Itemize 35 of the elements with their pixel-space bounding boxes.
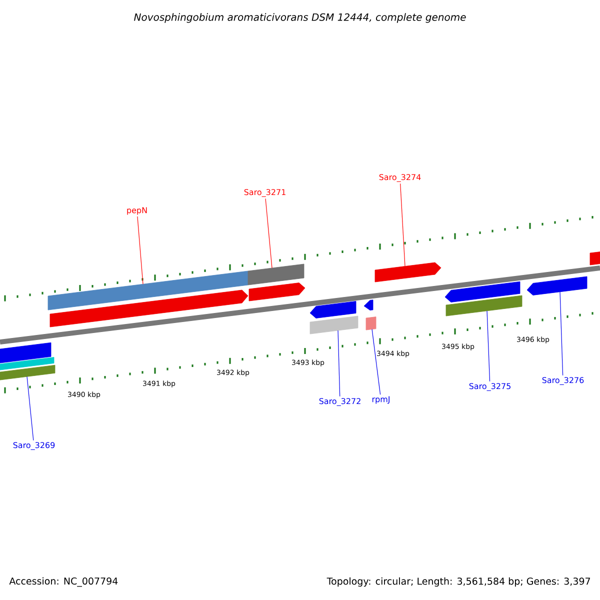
leader-line xyxy=(338,330,340,397)
gene-feature xyxy=(444,281,520,302)
gene-label: Saro_3272 xyxy=(319,398,360,406)
gene-feature xyxy=(526,276,588,296)
leader-line xyxy=(560,292,564,376)
gene-feature xyxy=(50,290,248,328)
gene-label: Saro_3271 xyxy=(244,189,286,197)
gene-label: Saro_3274 xyxy=(379,174,421,182)
gene-label: Saro_3276 xyxy=(542,377,584,385)
gene-bar xyxy=(310,316,358,334)
title: Novosphingobium aromaticivorans DSM 12444, complete genome xyxy=(134,13,466,23)
gene-label: Saro_3275 xyxy=(469,383,510,391)
gene-bar xyxy=(0,342,52,364)
gene-feature xyxy=(374,262,442,282)
gene-bar xyxy=(0,364,56,380)
gene-bar xyxy=(248,264,304,286)
accession-text: Accession: NC_007794 xyxy=(9,577,118,587)
gene-feature xyxy=(248,282,306,302)
gene-bar xyxy=(446,295,522,316)
gene-bar xyxy=(0,357,54,370)
leader-line xyxy=(372,328,381,395)
leader-line xyxy=(26,376,34,441)
gene-label: rpmJ xyxy=(372,396,390,404)
gene-label: Saro_3269 xyxy=(13,442,55,450)
leader-line xyxy=(486,310,490,382)
gene-bar xyxy=(48,270,248,310)
leader-line xyxy=(265,198,272,268)
gene-feature xyxy=(310,301,356,318)
gene-bar xyxy=(366,316,376,330)
gene-label: pepN xyxy=(127,207,147,215)
leader-line xyxy=(400,183,406,266)
gene-feature xyxy=(364,300,374,310)
leader-line xyxy=(137,216,144,284)
genome-info-text: Topology: circular; Length: 3,561,584 bp; Genes: 3,397 xyxy=(326,577,590,587)
gene-bar xyxy=(590,252,600,266)
